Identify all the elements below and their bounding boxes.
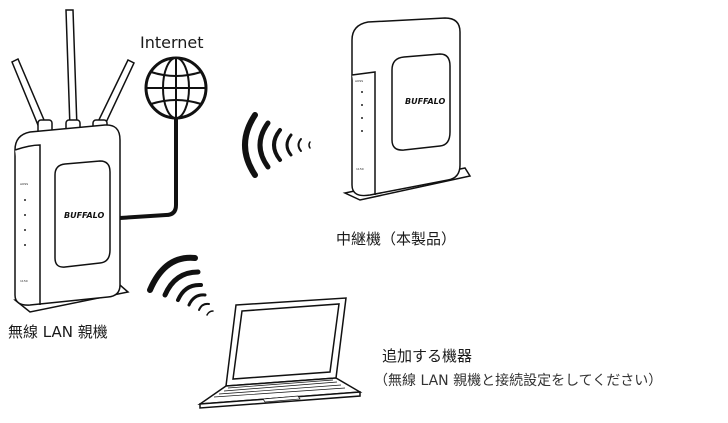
svg-text:AOSS: AOSS	[355, 79, 363, 83]
antenna-icon	[11, 9, 135, 139]
svg-text:BUFFALO: BUFFALO	[405, 97, 445, 106]
added-device-note: （無線 LAN 親機と接続設定をしてください）	[374, 373, 663, 389]
parent-router-label: 無線 LAN 親機	[8, 323, 108, 341]
svg-text:AOSS: AOSS	[20, 182, 28, 186]
wireless-signal-icon	[147, 254, 214, 316]
extender-illustration: BUFFALO AOSS 1150	[342, 17, 472, 201]
extender-label: 中継機（本製品）	[336, 230, 457, 248]
wireless-signal-icon	[242, 112, 311, 178]
globe-icon	[144, 56, 208, 120]
svg-text:1150: 1150	[356, 167, 364, 171]
svg-text:1150: 1150	[20, 279, 28, 283]
brand-logo: BUFFALO	[64, 211, 104, 220]
internet-cable	[119, 118, 178, 220]
added-device-label: 追加する機器	[382, 347, 473, 365]
laptop-illustration	[197, 297, 363, 409]
parent-router-illustration: BUFFALO AOSS 1150	[11, 9, 135, 313]
internet-label: Internet	[140, 33, 204, 52]
